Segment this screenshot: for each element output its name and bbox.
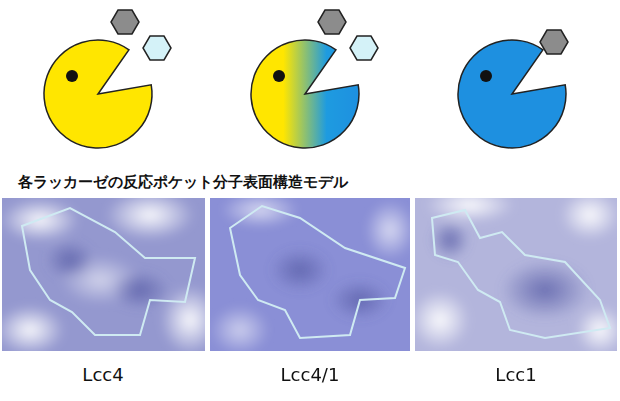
surface-model — [210, 198, 410, 351]
enzyme-pacman — [251, 10, 378, 148]
enzyme-pacman — [44, 10, 171, 148]
surface-model — [415, 198, 617, 351]
sample-label: Lcc4/1 — [281, 364, 340, 385]
sample-label: Lcc4 — [82, 364, 123, 385]
section-heading: 各ラッカーゼの反応ポケット分子表面構造モデル — [18, 173, 348, 192]
enzyme-pacman — [458, 30, 568, 148]
surface-model — [2, 198, 205, 351]
sample-label: Lcc1 — [495, 364, 536, 385]
